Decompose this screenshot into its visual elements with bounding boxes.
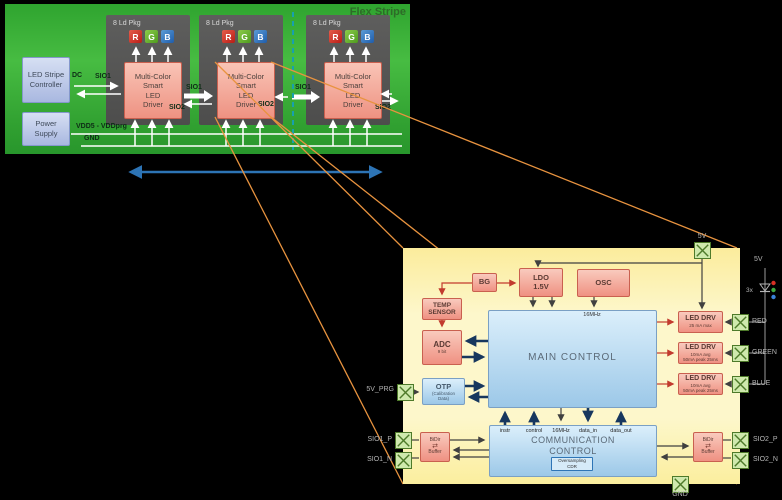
pad-blue: [732, 376, 749, 393]
controller-label: LED Stripe: [27, 70, 65, 80]
bidir-arrows-icon: ⇄: [705, 442, 711, 450]
green-led-chip: G: [345, 30, 358, 43]
pad-sio2n-label: SIO2_N: [753, 456, 778, 463]
vdd-rail-label: VDD5 - VDDprg: [76, 123, 127, 130]
pad-sio1p-label: SIO1_P: [367, 436, 392, 443]
oscillator-block: OSC: [577, 269, 630, 297]
red-led-chip: R: [129, 30, 142, 43]
adc-block: ADC 9 bit: [422, 330, 462, 365]
pad-gnd-label: GND: [672, 491, 688, 498]
pad-5v-label: 5V: [697, 233, 707, 240]
sio1-label: SIO1: [295, 84, 311, 91]
sio2-label: SIO2: [169, 104, 185, 111]
led-driver-red-block: LED DRV 25 mA max: [678, 311, 723, 333]
bandgap-block: BG: [472, 273, 497, 292]
led-letter: R: [225, 31, 232, 42]
main-control-block: [488, 310, 657, 408]
pad-5v-prg-label: 5V_PRG: [366, 386, 394, 393]
pad-green: [732, 345, 749, 362]
green-pin-label: GREEN: [752, 349, 777, 356]
multi-color-driver-block: Multi-Color Smart LED Driver: [324, 62, 382, 119]
dc-label: DC: [72, 72, 83, 79]
port-control: control: [525, 428, 543, 434]
pad-sio2p-label: SIO2_P: [753, 436, 778, 443]
pad-sio2-n: [732, 452, 749, 469]
pad-sio2-p: [732, 432, 749, 449]
led-stripe-controller-block: LED Stripe Controller: [22, 57, 70, 103]
pad-sio1-p: [395, 432, 412, 449]
port-data-in: data_in: [578, 428, 598, 434]
sio1-label: SIO1: [186, 84, 202, 91]
multi-color-driver-block: Multi-Color Smart LED Driver: [124, 62, 182, 119]
package-title: 8 Ld Pkg: [313, 20, 341, 27]
communication-control-title: COMMUNICATION CONTROL: [531, 435, 615, 456]
port-instr: instr: [499, 428, 511, 434]
red-led-chip: R: [222, 30, 235, 43]
port-data-out: data_out: [610, 428, 632, 434]
led-letter: G: [241, 31, 248, 42]
led-letter: B: [164, 31, 171, 42]
bidir-buffer-right-block: BiDir ⇄ Buffer: [693, 432, 723, 462]
green-led-chip: G: [238, 30, 251, 43]
green-led-chip: G: [145, 30, 158, 43]
main-control-title: MAIN CONTROL: [528, 352, 617, 363]
led-letter: B: [257, 31, 264, 42]
led-driver-green-block: LED DRV 10mA avg 50mA peak 25ms: [678, 342, 723, 364]
red-pin-label: RED: [752, 318, 767, 325]
package-title: 8 Ld Pkg: [113, 20, 141, 27]
power-supply-label: Power: [35, 119, 57, 129]
pad-sio1n-label: SIO1_N: [367, 456, 392, 463]
port-16mhz: 16MHz: [552, 428, 570, 434]
package-title: 8 Ld Pkg: [206, 20, 234, 27]
blue-led-chip: B: [161, 30, 174, 43]
otp-block: OTP (Calibration Data): [422, 378, 465, 405]
led-package-2: 8 Ld Pkg R G B Multi-Color Smart LED Dri…: [199, 15, 283, 125]
red-led-chip: R: [329, 30, 342, 43]
power-supply-block: Power Supply: [22, 112, 70, 146]
blue-pin-label: BLUE: [752, 380, 771, 387]
ldo-block: LDO 1.5V: [519, 268, 563, 297]
blue-led-chip: B: [254, 30, 267, 43]
oversampling-cdr-block: Oversampling CDR: [551, 457, 593, 471]
blue-led-chip: B: [361, 30, 374, 43]
bidir-arrows-icon: ⇄: [432, 442, 438, 450]
pad-gnd: [672, 476, 689, 493]
led-letter: R: [332, 31, 339, 42]
power-supply-label: Supply: [34, 129, 58, 138]
multi-color-driver-block: Multi-Color Smart LED Driver: [217, 62, 275, 119]
led-letter: R: [132, 31, 139, 42]
led-letter: B: [364, 31, 371, 42]
led-package-1: 8 Ld Pkg R G B Multi-Color Smart LED Dri…: [106, 15, 190, 125]
external-5v-label: 5V: [754, 256, 763, 263]
controller-label: Controller: [29, 80, 63, 89]
sio1-label: SIO1: [95, 73, 111, 80]
temp-sensor-block: TEMP SENSOR: [422, 298, 462, 320]
main-control-clock-label: 16MHz: [583, 312, 601, 318]
led-letter: G: [148, 31, 155, 42]
pad-5v: [694, 242, 711, 259]
led-letter: G: [348, 31, 355, 42]
pad-sio1-n: [395, 452, 412, 469]
led-multiplier-label: 3x: [746, 287, 753, 294]
led-driver-blue-block: LED DRV 10mA avg 50mA peak 25ms: [678, 373, 723, 395]
gnd-rail-label: GND: [84, 135, 100, 142]
pad-5v-prg: [397, 384, 414, 401]
bidir-buffer-left-block: BiDir ⇄ Buffer: [420, 432, 450, 462]
external-led-wiring: [749, 268, 766, 385]
sio2-label: SIO2: [258, 101, 274, 108]
rgb-led-symbol: [759, 280, 776, 300]
sio2-label: SIO2: [375, 104, 391, 111]
pad-red: [732, 314, 749, 331]
